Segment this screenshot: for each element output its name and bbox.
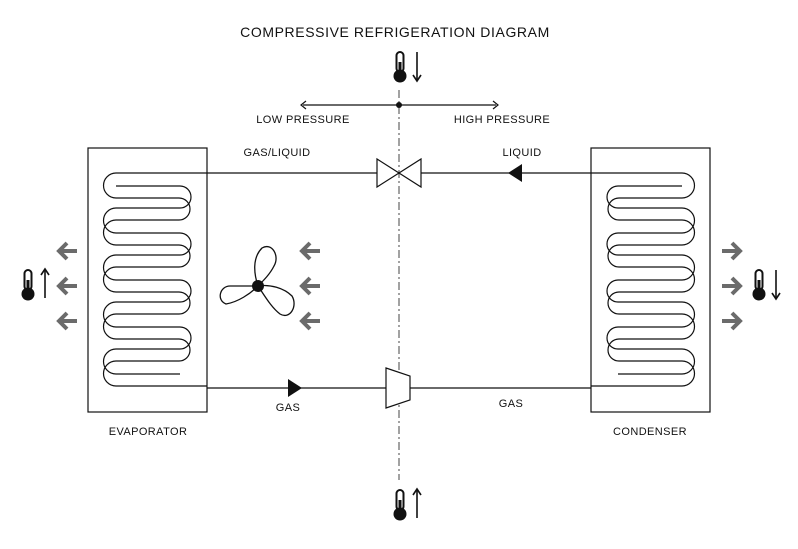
airflow-arrow-icon — [57, 276, 79, 296]
thermometer-temperature-down-icon — [392, 51, 422, 84]
compressor-icon — [385, 367, 411, 409]
airflow-arrow-icon — [300, 311, 322, 331]
expansion-valve-icon — [376, 157, 422, 189]
thermometer-temperature-down-icon — [751, 269, 781, 302]
gas-flow-arrow — [288, 379, 302, 397]
condenser-coil — [591, 172, 696, 387]
evaporator-label: EVAPORATOR — [108, 426, 188, 438]
low-pressure-label: LOW PRESSURE — [256, 114, 350, 126]
evaporator-coil-inner — [102, 185, 192, 375]
airflow-arrow-icon — [720, 276, 742, 296]
airflow-arrow-icon — [720, 311, 742, 331]
thermometer-temperature-up-icon — [20, 267, 50, 302]
thermometer-temperature-up-icon — [392, 487, 422, 522]
liquid-flow-arrow — [508, 164, 522, 182]
condenser-label: CONDENSER — [613, 426, 687, 438]
liquid-label: LIQUID — [502, 147, 542, 159]
airflow-arrow-icon — [300, 276, 322, 296]
gas-label-right: GAS — [498, 398, 524, 410]
airflow-arrow-icon — [57, 241, 79, 261]
gas-label-left: GAS — [275, 402, 301, 414]
high-pressure-label: HIGH PRESSURE — [453, 114, 551, 126]
airflow-arrow-icon — [720, 241, 742, 261]
airflow-arrow-icon — [300, 241, 322, 261]
gas-liquid-label: GAS/LIQUID — [243, 147, 311, 159]
diagram-title: COMPRESSIVE REFRIGERATION DIAGRAM — [240, 24, 550, 40]
fan-icon — [219, 245, 295, 317]
airflow-arrow-icon — [57, 311, 79, 331]
evaporator-coil — [102, 172, 207, 387]
pressure-divider-arrow — [300, 100, 499, 110]
